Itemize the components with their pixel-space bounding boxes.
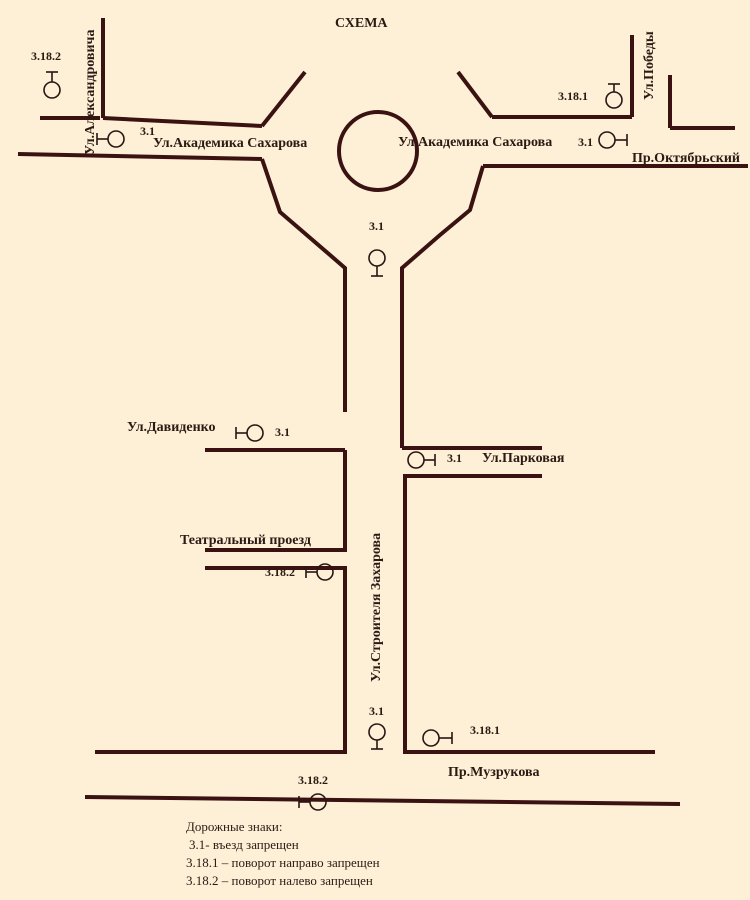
street-label-aleksandrovicha: Ул.Александровича (83, 30, 98, 155)
sign-3-1-oktyabrsky: 3.1 (578, 131, 628, 149)
street-label-parkovaya: Ул.Парковая (482, 451, 565, 466)
sign-code: 3.1 (447, 451, 462, 465)
roundabout-island (337, 110, 419, 192)
sign-code: 3.18.2 (31, 49, 61, 63)
sign-circle-icon (368, 723, 386, 741)
road-roundabout-ne-arm (456, 70, 494, 119)
sign-circle-icon (246, 424, 264, 442)
legend: Дорожные знаки: 3.1- въезд запрещен 3.18… (186, 819, 380, 888)
street-label-stroitelya: Ул.Строителя Захарова (369, 533, 384, 682)
street-label-oktyabrsky: Пр.Октябрьский (632, 151, 740, 166)
road-network (17, 18, 748, 806)
sign-3-1-center: 3.1 (368, 219, 386, 277)
road-roundabout-nw-arm (260, 70, 307, 128)
road-stroitelya-right-upper-edge (400, 165, 485, 448)
street-label-muzrukova: Пр.Музрукова (448, 765, 540, 780)
road-stroitelya-left-upper-edge (260, 158, 347, 412)
sign-3-1-sakharova-left: 3.1 (96, 124, 155, 148)
scheme-title: СХЕМА (335, 16, 388, 31)
sign-3-1-parkovaya: 3.1 (407, 451, 462, 469)
sign-3-18-2-muzrukova: 3.18.2 (298, 773, 328, 811)
street-label-pobedy: Ул.Победы (642, 31, 657, 100)
road-stroitelya-left-lower-edge (95, 566, 347, 754)
road-stroitelya-right-lower-edge (403, 474, 655, 754)
sign-circle-icon (605, 91, 623, 109)
street-label-teatralny: Театральный проезд (180, 533, 311, 548)
legend-item: 3.1- въезд запрещен (189, 837, 299, 852)
road-sakharova-left-north-edge (102, 116, 263, 128)
sign-3-1-davidenko: 3.1 (235, 424, 290, 442)
sign-circle-icon (422, 729, 440, 747)
sign-circle-icon (598, 131, 616, 149)
road-muzrukova-south-edge (84, 795, 681, 806)
sign-circle-icon (43, 81, 61, 99)
sign-code: 3.1 (140, 124, 155, 138)
sign-circle-icon (309, 793, 327, 811)
legend-item: 3.18.2 – поворот налево запрещен (186, 873, 373, 888)
sign-code: 3.18.1 (558, 89, 588, 103)
sign-code: 3.18.1 (470, 723, 500, 737)
street-label-sakharova-right: Ул.Академика Сахарова (398, 135, 552, 150)
road-sakharova-left-south-edge (17, 152, 263, 161)
sign-code: 3.1 (275, 425, 290, 439)
street-label-davidenko: Ул.Давиденко (127, 420, 216, 435)
sign-3-18-1-muzrukova: 3.18.1 (422, 723, 500, 747)
sign-3-18-1-pobedy: 3.18.1 (558, 83, 623, 109)
sign-3-18-2-aleksandrovicha: 3.18.2 (31, 49, 61, 99)
street-label-sakharova-left: Ул.Академика Сахарова (153, 136, 307, 151)
sign-circle-icon (107, 130, 125, 148)
sign-code: 3.1 (578, 135, 593, 149)
sign-circle-icon (407, 451, 425, 469)
sign-code: 3.1 (369, 219, 384, 233)
legend-heading: Дорожные знаки: (186, 819, 282, 834)
sign-circle-icon (316, 563, 334, 581)
road-teatralny-north-edge (205, 450, 347, 552)
legend-item: 3.18.1 – поворот направо запрещен (186, 855, 380, 870)
sign-code: 3.1 (369, 704, 384, 718)
sign-code: 3.18.2 (298, 773, 328, 787)
sign-3-18-2-teatralny: 3.18.2 (265, 563, 334, 581)
sign-circle-icon (368, 249, 386, 267)
sign-3-1-bottom: 3.1 (368, 704, 386, 750)
sign-code: 3.18.2 (265, 565, 295, 579)
